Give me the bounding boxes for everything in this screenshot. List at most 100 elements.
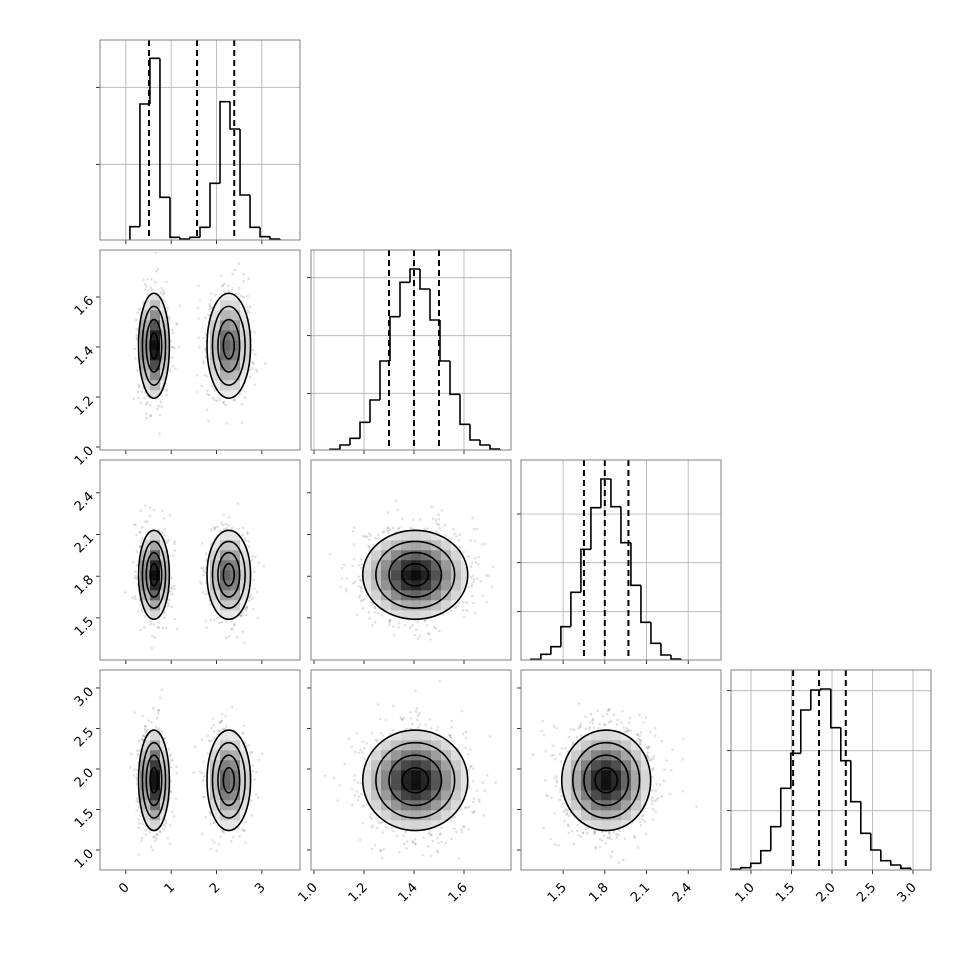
- density-cell: [240, 750, 251, 761]
- sample-point: [594, 847, 597, 850]
- y-tick-label: 1.2: [72, 393, 97, 418]
- sample-point: [591, 717, 595, 721]
- contour-line: [594, 766, 619, 794]
- density-cell: [220, 750, 231, 761]
- sample-point: [212, 618, 216, 622]
- sample-point: [440, 509, 444, 512]
- density-cell: [651, 770, 661, 780]
- sample-point: [141, 738, 145, 742]
- hist-bin: [419, 269, 430, 290]
- density-cell: [601, 810, 612, 821]
- sample-point: [148, 623, 152, 626]
- density-cell: [571, 810, 582, 821]
- density-cell: [140, 360, 151, 371]
- density-cell: [220, 820, 231, 831]
- sample-point: [209, 739, 213, 743]
- sample-point: [133, 597, 137, 601]
- sample-point: [339, 585, 342, 589]
- sample-point: [635, 733, 639, 736]
- sample-point: [217, 843, 221, 846]
- sample-point: [136, 800, 140, 804]
- density-cell: [210, 600, 221, 611]
- sample-point: [641, 818, 644, 821]
- density-cell: [631, 810, 642, 821]
- sample-point: [165, 280, 168, 284]
- sample-point: [372, 603, 375, 606]
- x-tick-label: 2: [207, 880, 223, 896]
- density-cell: [411, 570, 422, 581]
- hist-bin: [179, 237, 190, 240]
- sample-point: [328, 553, 332, 556]
- sample-point: [424, 619, 427, 622]
- density-cell: [230, 560, 241, 571]
- density-cell: [431, 820, 442, 831]
- sample-point: [566, 808, 569, 812]
- density-cell: [220, 770, 231, 781]
- sample-point: [638, 734, 642, 738]
- sample-point: [386, 529, 389, 533]
- sample-point: [248, 311, 251, 314]
- sample-point: [418, 711, 421, 715]
- sample-point: [137, 383, 141, 387]
- sample-point: [246, 532, 249, 536]
- density-cell: [401, 580, 412, 591]
- sample-point: [360, 566, 363, 570]
- density-cell: [210, 790, 221, 801]
- sample-point: [649, 758, 653, 762]
- density-cell: [150, 540, 161, 551]
- density-cell: [381, 550, 392, 561]
- sample-point: [171, 328, 174, 332]
- hist-bin: [850, 760, 861, 803]
- histogram-panel-0: [96, 39, 301, 244]
- density-cell: [220, 810, 231, 821]
- contour-line: [401, 766, 430, 794]
- x-tick-label: 2.5: [854, 880, 879, 905]
- sample-point: [437, 523, 441, 526]
- density-cell: [210, 750, 221, 761]
- contour-line: [361, 729, 469, 832]
- density-cell: [381, 780, 392, 791]
- sample-point: [636, 733, 639, 737]
- sample-point: [245, 605, 249, 609]
- sample-point: [477, 798, 481, 801]
- sample-point: [256, 616, 259, 620]
- sample-point: [624, 730, 627, 734]
- sample-point: [157, 625, 160, 629]
- sample-point: [638, 738, 642, 741]
- sample-point: [434, 627, 438, 630]
- density-cell: [431, 770, 442, 781]
- sample-point: [549, 837, 552, 841]
- sample-point: [593, 829, 597, 833]
- density-cell: [230, 760, 241, 771]
- sample-point: [342, 563, 346, 567]
- density-cell: [431, 590, 442, 601]
- sample-point: [150, 288, 154, 292]
- sample-point: [368, 617, 371, 620]
- density-cell: [401, 550, 412, 561]
- sample-point: [135, 369, 139, 372]
- sample-point: [159, 830, 162, 834]
- sample-point: [137, 826, 141, 830]
- contour-line: [206, 292, 252, 400]
- sample-point: [254, 353, 257, 356]
- density-cell: [140, 320, 151, 331]
- density-cell: [210, 540, 221, 551]
- density-cell: [401, 520, 411, 530]
- contour-line: [388, 551, 443, 598]
- sample-point: [396, 508, 400, 512]
- sample-point: [133, 576, 137, 580]
- sample-point: [415, 707, 419, 710]
- sample-point: [166, 601, 170, 605]
- density-cell: [362, 570, 372, 581]
- sample-point: [164, 387, 167, 391]
- density-cell: [461, 760, 468, 771]
- density-map: [138, 730, 251, 831]
- y-tick-label: 1.0: [72, 443, 97, 468]
- hist-bin: [570, 591, 581, 627]
- density-cell: [200, 770, 211, 781]
- sample-point: [218, 729, 222, 732]
- sample-point: [431, 839, 435, 843]
- contour-line: [137, 529, 171, 621]
- sample-point: [359, 748, 362, 752]
- sample-point: [204, 592, 208, 596]
